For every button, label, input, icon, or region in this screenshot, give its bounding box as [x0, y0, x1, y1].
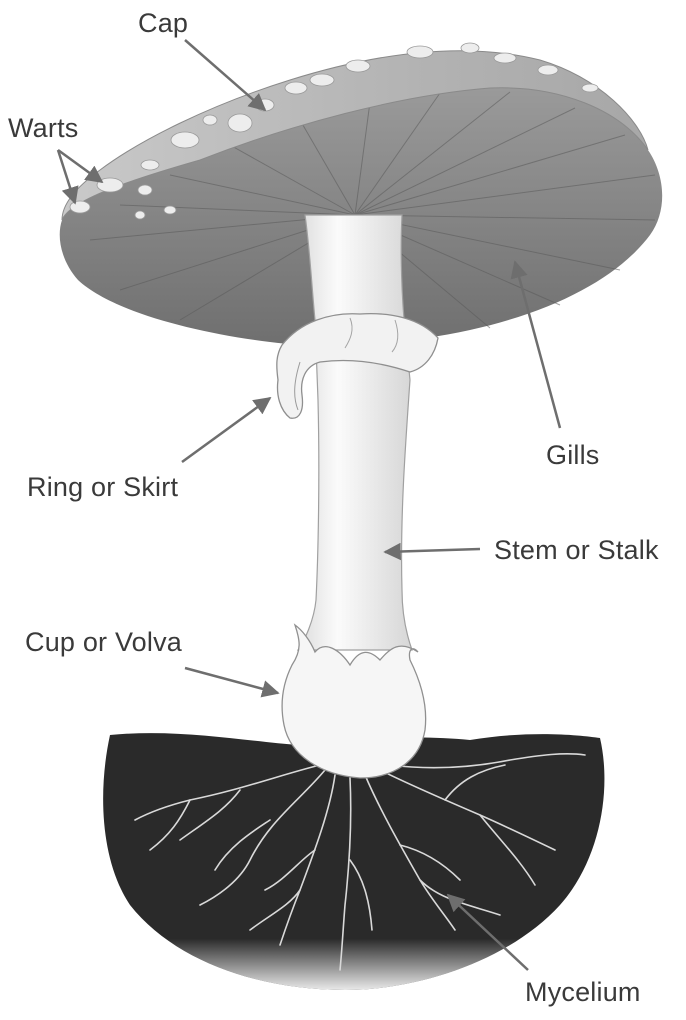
warts-arrow-2: [58, 150, 75, 203]
ring-arrow: [182, 398, 270, 462]
label-warts: Warts: [8, 113, 79, 144]
label-mycelium: Mycelium: [525, 977, 641, 1008]
label-stem: Stem or Stalk: [494, 535, 659, 566]
label-ring: Ring or Skirt: [27, 472, 178, 503]
cup-arrow: [185, 668, 278, 693]
label-cup: Cup or Volva: [25, 627, 182, 658]
warts-arrow-1: [58, 150, 102, 182]
label-cap: Cap: [138, 8, 188, 39]
label-gills: Gills: [546, 440, 600, 471]
cap-arrow: [185, 40, 265, 110]
stem: [298, 215, 412, 650]
